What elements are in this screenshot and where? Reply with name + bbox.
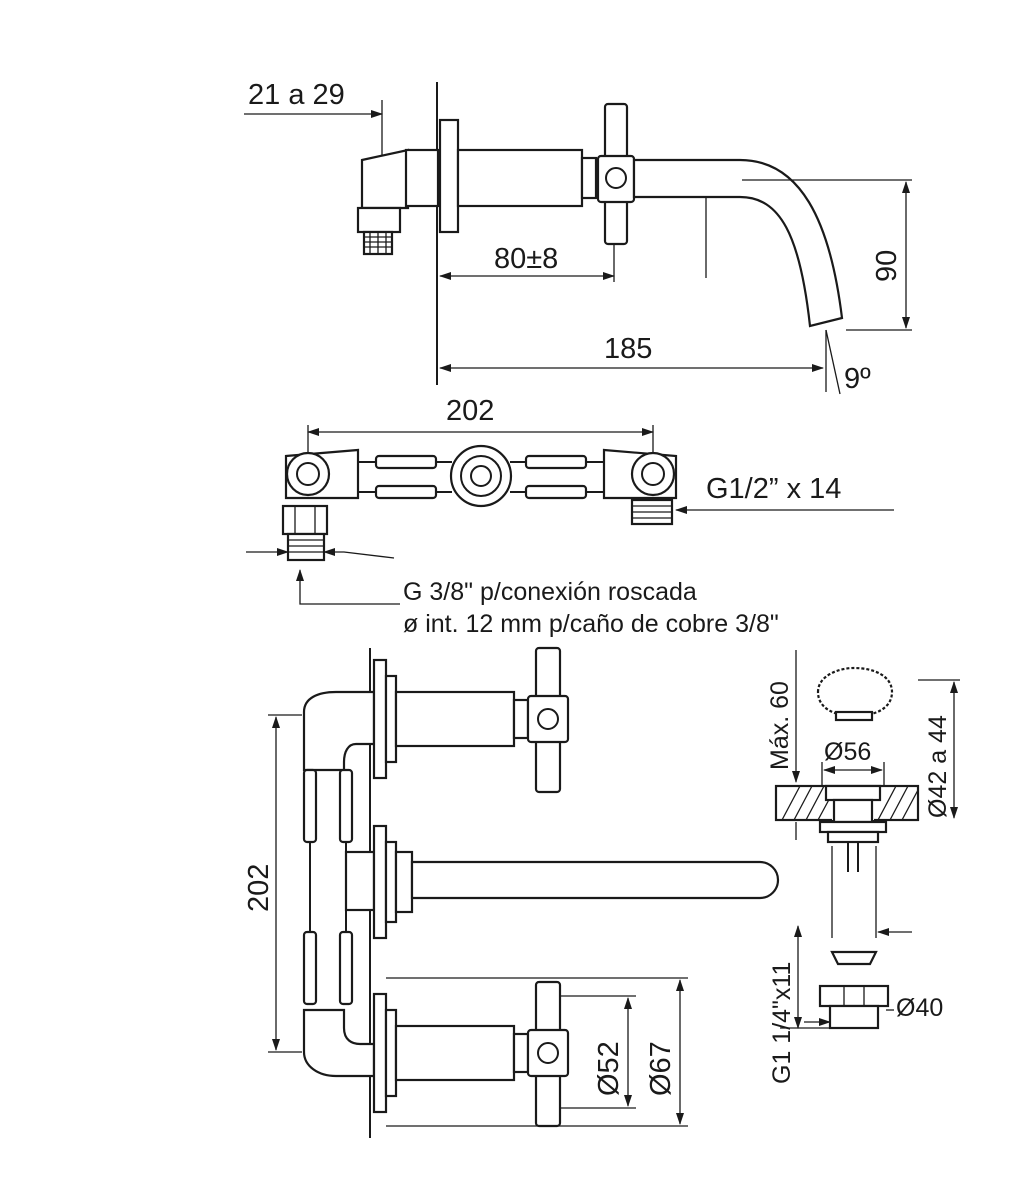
front-top-handle — [372, 646, 570, 794]
side-flange — [438, 118, 460, 234]
drain-nut-label: Ø40 — [896, 994, 943, 1022]
connection-note-line2: ø int. 12 mm p/caño de cobre 3/8" — [403, 610, 779, 638]
handle-dim-label: 80±8 — [494, 243, 558, 275]
top-left-ring-outer — [285, 451, 331, 497]
drain-knob — [816, 666, 894, 718]
top-center-ring — [460, 455, 502, 497]
top-width-label: 202 — [446, 395, 494, 427]
front-spout — [372, 824, 780, 940]
top-center-fitting — [449, 444, 513, 508]
drain-max-label: Máx. 60 — [766, 681, 794, 770]
rosette-large-label: Ø67 — [645, 1041, 677, 1096]
side-view: 21 a 29 80±8 — [244, 79, 912, 395]
side-cartridge — [456, 148, 584, 208]
front-height-label: 202 — [243, 864, 275, 912]
drain-thread-label: G1 1/4"x11 — [768, 962, 796, 1084]
top-pipes — [358, 454, 604, 500]
side-stem — [580, 156, 598, 200]
spout-height-label: 90 — [871, 250, 903, 282]
top-right-ring-inner — [641, 462, 665, 486]
top-right-ring-outer — [630, 451, 676, 497]
top-center-hole — [470, 465, 492, 487]
drain-nut-lower — [828, 1004, 880, 1030]
drain-nut — [818, 984, 890, 1008]
drain-body — [818, 784, 888, 872]
top-left-nut — [281, 504, 329, 562]
angle-slant-line — [825, 329, 841, 395]
offset-dim-label: 21 a 29 — [248, 79, 345, 111]
side-body — [404, 148, 440, 208]
side-cross-handle — [596, 102, 636, 246]
drain-washer — [830, 950, 878, 966]
drain-top-label: Ø56 — [824, 738, 871, 766]
front-bottom-handle — [372, 980, 570, 1128]
side-elbow — [356, 148, 410, 256]
inlet-thread-label: G1/2” x 14 — [706, 473, 841, 505]
side-spout — [632, 158, 844, 328]
drain-detail: Máx. 60 Ø56 — [766, 650, 960, 1084]
rosette-small-label: Ø52 — [593, 1041, 625, 1096]
top-right-thread — [630, 498, 674, 526]
spout-length-label: 185 — [604, 333, 652, 365]
spout-angle-label: 9º — [844, 363, 871, 395]
connection-note-line1: G 3/8" p/conexión roscada — [403, 578, 697, 606]
top-left-ring-inner — [296, 462, 320, 486]
connection-dim-right — [323, 548, 395, 559]
top-view: 202 — [246, 395, 894, 638]
front-pipe-assembly — [302, 690, 376, 1078]
drain-hole-label: Ø42 a 44 — [924, 715, 952, 818]
front-view: 202 — [243, 646, 780, 1138]
connection-leader — [296, 569, 400, 605]
drain-knob-base — [834, 710, 874, 722]
